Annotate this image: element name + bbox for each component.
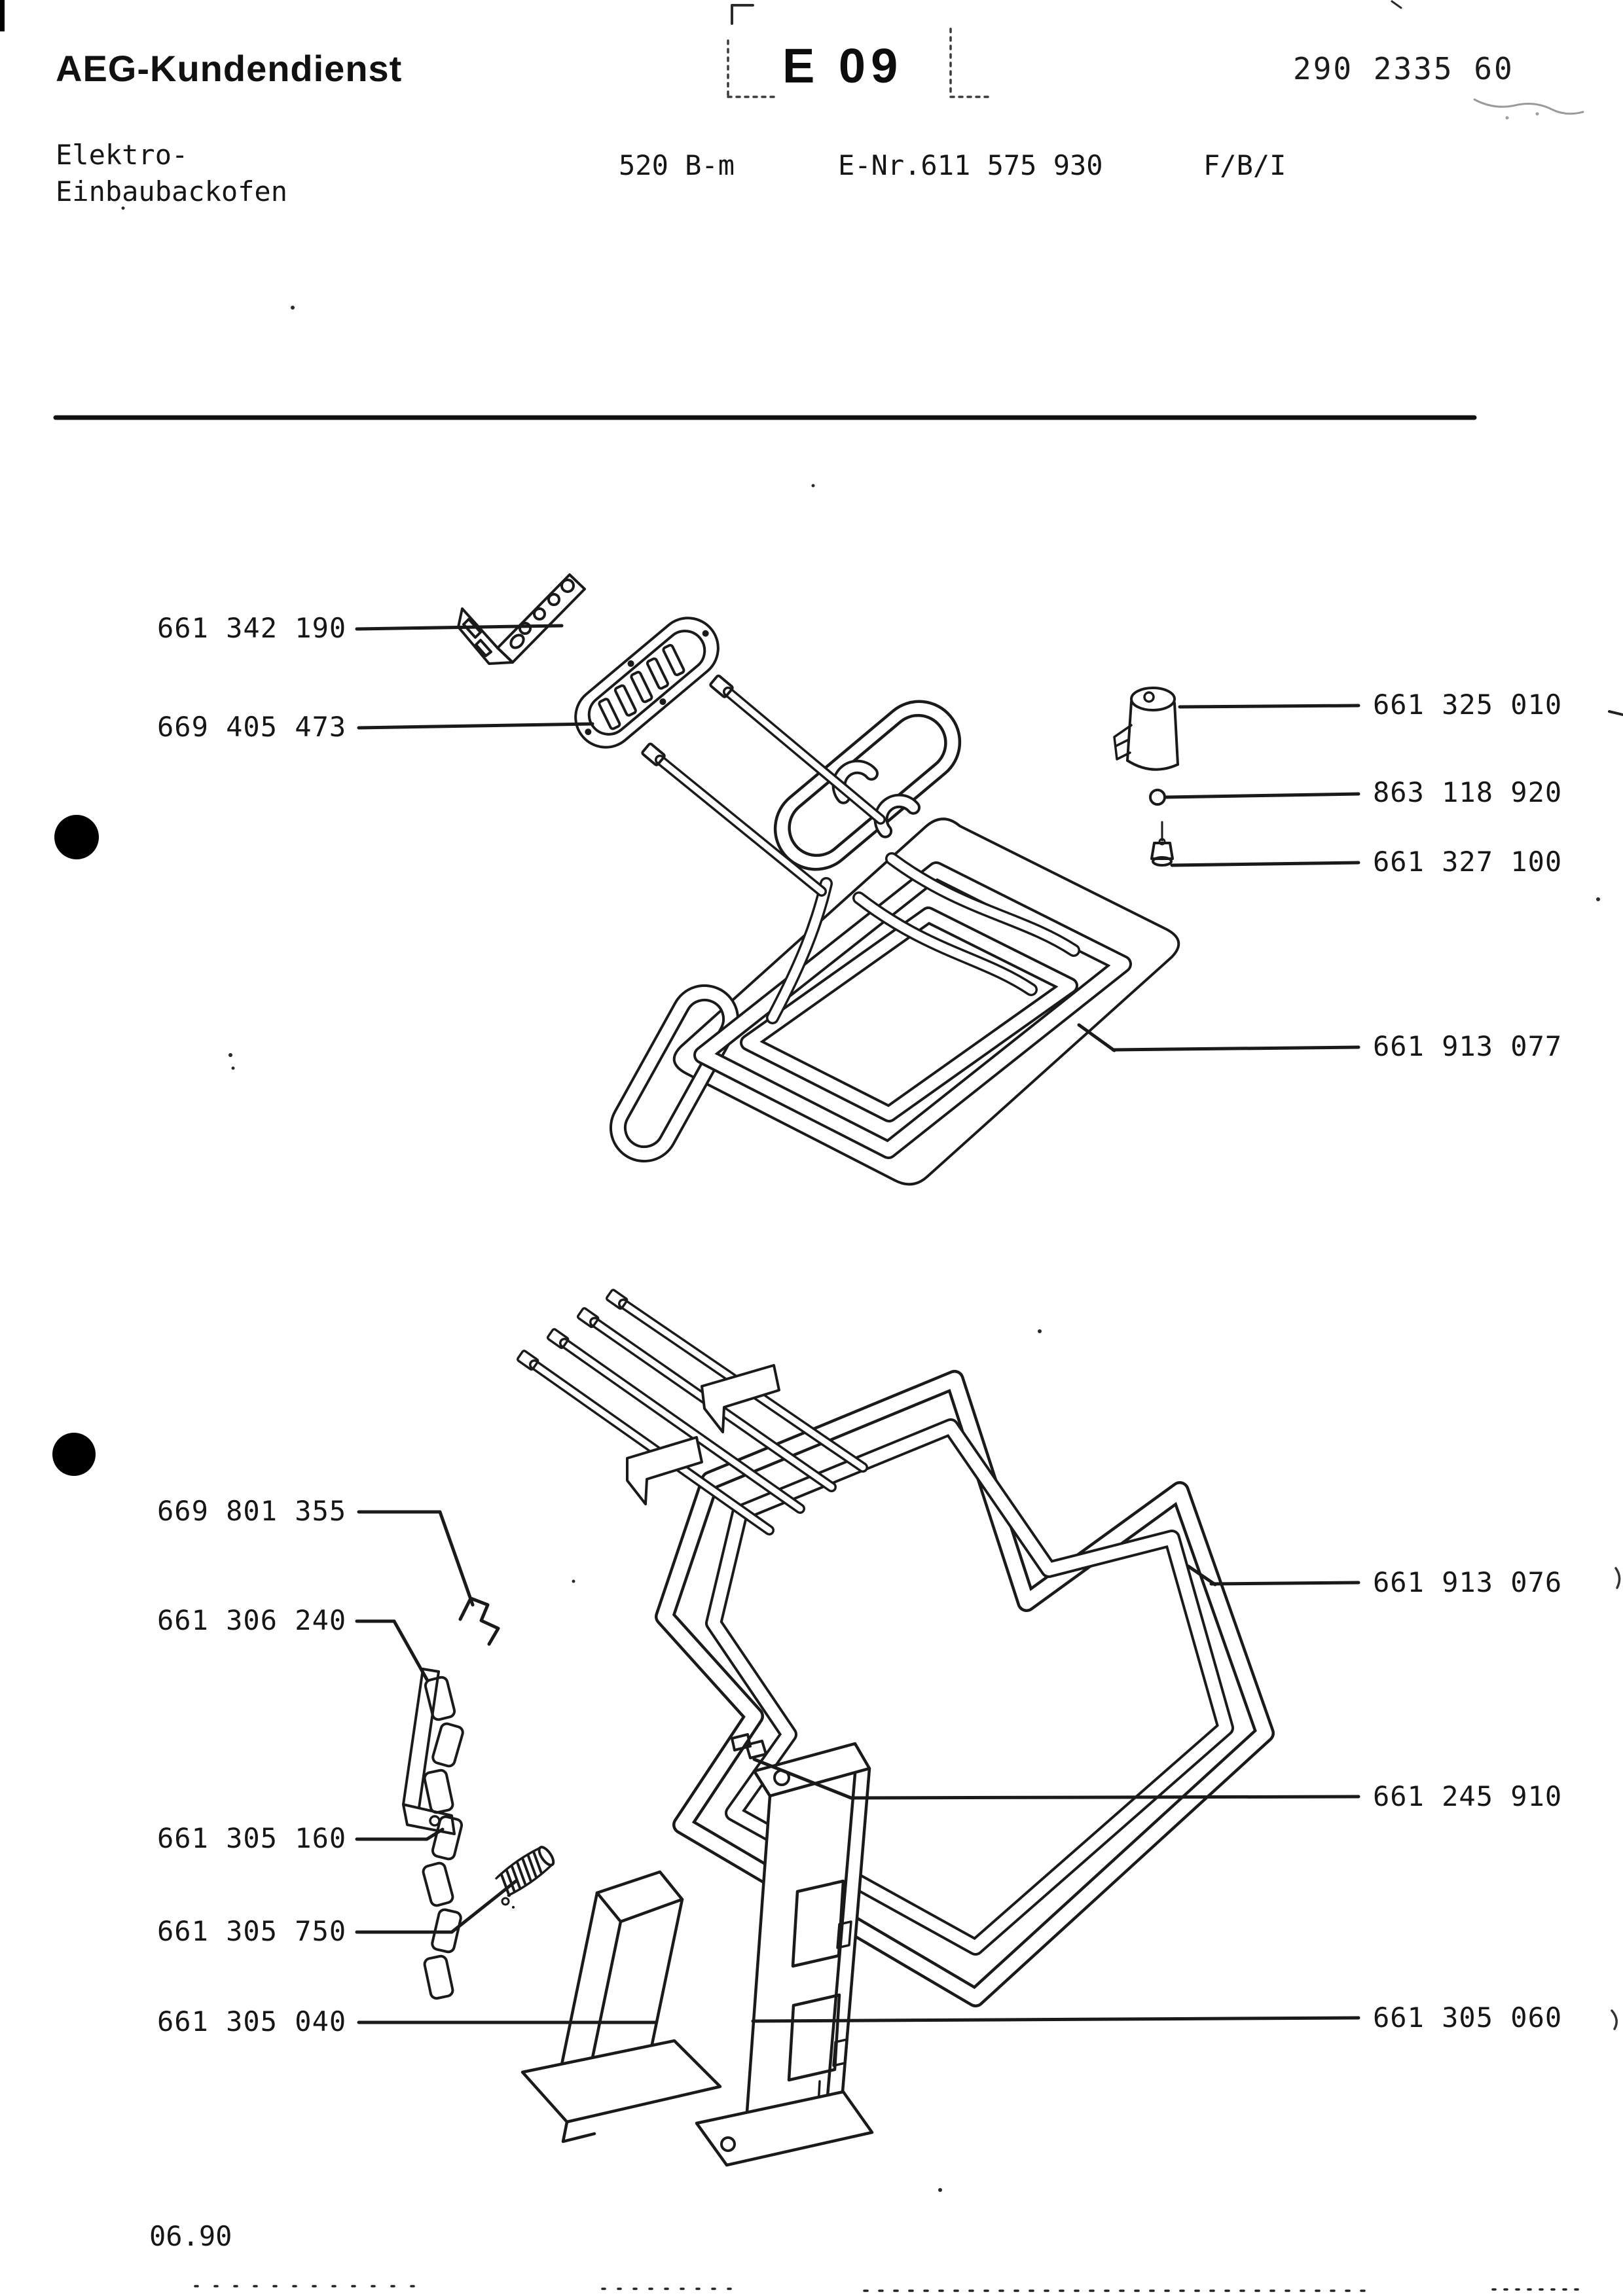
handle-bracket-drawing (402, 1668, 456, 1835)
screw-drawing (1150, 821, 1174, 867)
leader-661-306-240 (355, 1619, 429, 1681)
part-label-661-245-910: 661 245 910 (1373, 1780, 1563, 1812)
leader-661-913-076 (1186, 1564, 1360, 1587)
section-code: E 09 (782, 39, 903, 93)
part-label-661-305-750: 661 305 750 (157, 1915, 347, 1947)
part-label-661-305-160: 661 305 160 (157, 1822, 347, 1854)
part-label-661-327-100: 661 327 100 (1373, 846, 1563, 878)
appliance-type-line1: Elektro- (56, 139, 189, 171)
leader-669-405-473 (357, 722, 594, 730)
clip-part-drawing (458, 1596, 500, 1646)
part-label-661-342-190: 661 342 190 (157, 612, 347, 644)
leader-863-118-920 (1164, 792, 1360, 799)
part-label-661-305-060: 661 305 060 (1373, 2001, 1563, 2034)
ring-washer-drawing (1149, 789, 1166, 806)
scan-squiggle (1473, 98, 1584, 120)
grill-plate-outline (672, 817, 1180, 1186)
terminal-strip-drawing (422, 1676, 464, 2000)
punch-holes (52, 815, 99, 1476)
appliance-type-line2: Einbaubackofen (56, 175, 288, 207)
mounting-panel-drawing (695, 1742, 874, 2167)
lower-leader-lines (355, 1510, 1360, 2024)
thermostat-clip-drawing (731, 1733, 767, 1759)
part-label-661-913-076: 661 913 076 (1373, 1566, 1563, 1598)
leader-661-325-010 (1178, 704, 1360, 709)
grill-tube-lobe (609, 984, 740, 1163)
leader-661-327-100 (1170, 861, 1360, 867)
part-label-863-118-920: 863 118 920 (1373, 776, 1563, 808)
leader-669-801-355 (357, 1510, 475, 1607)
support-bridge-drawing (773, 700, 962, 871)
part-label-669-801-355: 669 801 355 (157, 1495, 347, 1527)
lower-connection-rods (516, 1289, 868, 1535)
part-label-661-306-240: 661 306 240 (157, 1604, 347, 1636)
brand-title: AEG-Kundendienst (56, 48, 403, 89)
part-label-669-405-473: 669 405 473 (157, 711, 347, 743)
upper-assembly-drawing (457, 573, 1180, 1186)
part-label-661-305-040: 661 305 040 (157, 2005, 347, 2037)
lower-assembly-drawing (402, 1289, 1275, 2167)
leader-661-245-910 (752, 1757, 1360, 1800)
leader-661-913-077 (1077, 1023, 1360, 1052)
leader-661-305-160 (355, 1827, 445, 1841)
upper-leader-lines (355, 624, 1360, 1052)
section-code-crop-marks (727, 27, 994, 98)
terminal-plate-drawing (574, 617, 720, 749)
spring-drawing (495, 1846, 555, 1909)
grill-tube-loops (693, 861, 1132, 1159)
bottom-element-tubes (655, 1370, 1275, 2007)
rod-support-brackets (626, 1364, 780, 1505)
leader-661-342-190 (355, 624, 564, 631)
bracket-part-drawing (457, 573, 586, 665)
spacer-cylinder-drawing (1113, 687, 1179, 771)
footer-date-code: 06.90 (149, 2220, 232, 2252)
leader-661-305-750 (355, 1879, 518, 1934)
document-number: 290 2335 60 (1293, 51, 1514, 86)
market-code: F/B/I (1203, 149, 1286, 181)
connecting-tubes (766, 852, 1080, 1024)
model-code: 520 B-m (619, 149, 735, 181)
leader-661-305-060 (751, 2016, 1360, 2023)
upper-connection-rods (641, 674, 886, 897)
part-label-661-913-077: 661 913 077 (1373, 1030, 1563, 1062)
chute-bracket-drawing (520, 1870, 722, 2144)
part-label-661-325-010: 661 325 010 (1373, 689, 1563, 721)
e-number: E-Nr.611 575 930 (838, 149, 1103, 181)
